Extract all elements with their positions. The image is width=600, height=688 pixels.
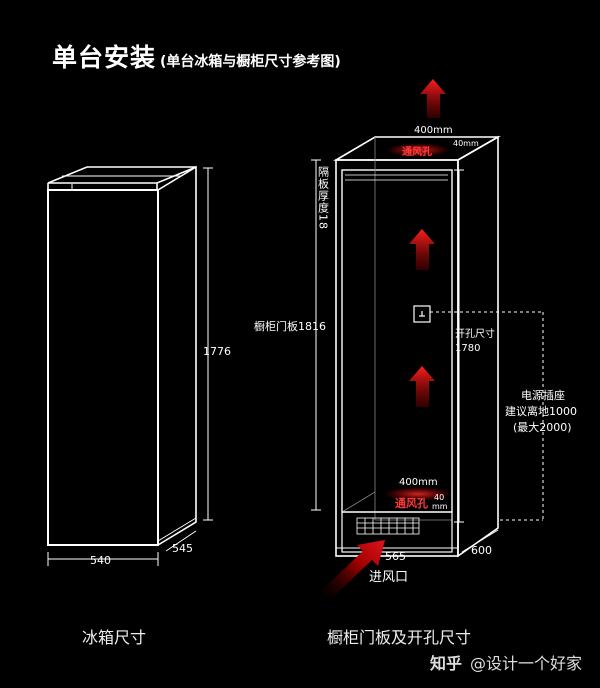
door-panel-height-dim (311, 159, 321, 511)
socket-label-line-3: (最大2000) (513, 420, 572, 434)
fridge-side (157, 165, 197, 547)
cabinet-drawing (333, 135, 501, 558)
opening-value: 1780 (455, 343, 480, 354)
airflow-arrow-upper (409, 229, 435, 270)
bottom-vent-depth-unit: mm (432, 502, 448, 511)
power-socket-icon (413, 305, 431, 323)
top-vent-glow (386, 143, 450, 157)
cabinet-width-dims (335, 529, 499, 554)
cabinet-plinth (341, 511, 453, 553)
fridge-caption: 冰箱尺寸 (82, 628, 147, 647)
fridge-front (47, 189, 159, 546)
cabinet-opening (341, 169, 453, 513)
cabinet-depth-label: 600 (471, 544, 492, 557)
cabinet-caption: 橱柜门板及开孔尺寸 (327, 628, 472, 647)
top-vent-label: 通风孔 (402, 145, 432, 158)
opening-height-dim (454, 169, 464, 523)
airflow-arrow-lower (409, 366, 435, 407)
door-panel-label: 橱柜门板1816 (254, 319, 326, 333)
bottom-vent-glow (384, 487, 452, 501)
fridge-depth-label: 545 (172, 542, 193, 555)
socket-label-line-1: 电源插座 (521, 388, 565, 402)
watermark: 知乎 @设计一个好家 (430, 650, 582, 674)
title-main: 单台安装 (52, 43, 157, 72)
air-inlet-label: 进风口 (369, 570, 408, 585)
fridge-height-label: 1776 (203, 345, 231, 358)
top-vent-width-label: 400mm (414, 125, 453, 136)
air-inlet-arrow (321, 540, 385, 600)
watermark-brand: 知乎 (429, 654, 462, 673)
fridge-drawing (47, 165, 197, 547)
cabinet-side (457, 135, 499, 558)
top-exhaust-arrow (420, 79, 446, 118)
plinth-grille (356, 517, 420, 535)
internal-airflow-arrows (409, 229, 435, 407)
socket-dim-lines (430, 311, 544, 521)
fridge-dimension-lines (47, 167, 213, 566)
title-subtitle: (单台冰箱与橱柜尺寸参考图) (160, 54, 341, 70)
bottom-vent-width-label: 400mm (399, 477, 438, 488)
panel-thickness-label: 隔板厚度18 (317, 166, 330, 230)
top-vent-depth-label: 40mm (453, 139, 479, 148)
watermark-author: @设计一个好家 (469, 654, 582, 673)
bottom-vent-label: 通风孔 (395, 496, 428, 510)
opening-label: 开孔尺寸 (455, 327, 495, 340)
socket-label-line-2: 建议离地1000 (505, 404, 577, 418)
fridge-width-label: 540 (90, 554, 111, 567)
bottom-vent-depth-number: 40 (434, 493, 444, 502)
cabinet-width-label: 565 (385, 550, 406, 563)
page-title: 单台安装(单台冰箱与橱柜尺寸参考图) (52, 38, 341, 74)
